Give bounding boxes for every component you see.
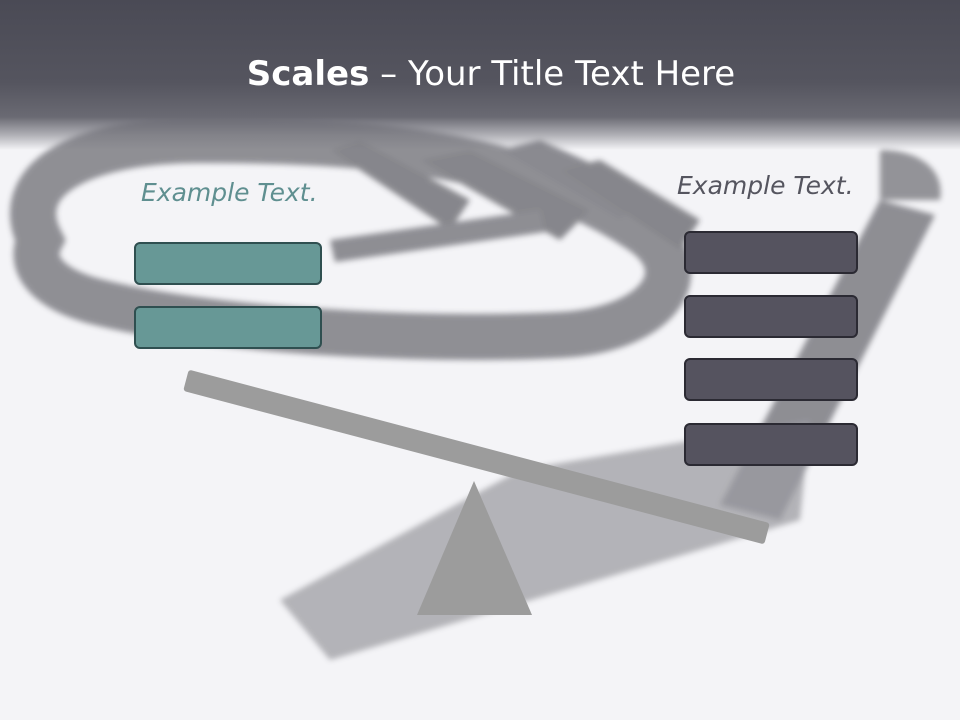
left-caption: Example Text.: [141, 178, 318, 207]
right-box-1: [684, 231, 858, 274]
title-rest: – Your Title Text Here: [369, 54, 736, 94]
right-caption: Example Text.: [677, 171, 854, 200]
right-box-2: [684, 295, 858, 338]
left-box-2: [134, 306, 322, 349]
title-band: [0, 0, 960, 150]
right-box-4: [684, 423, 858, 466]
right-box-3: [684, 358, 858, 401]
slide-title: Scales – Your Title Text Here: [0, 52, 960, 96]
title-bold-word: Scales: [246, 54, 370, 94]
left-box-1: [134, 242, 322, 285]
